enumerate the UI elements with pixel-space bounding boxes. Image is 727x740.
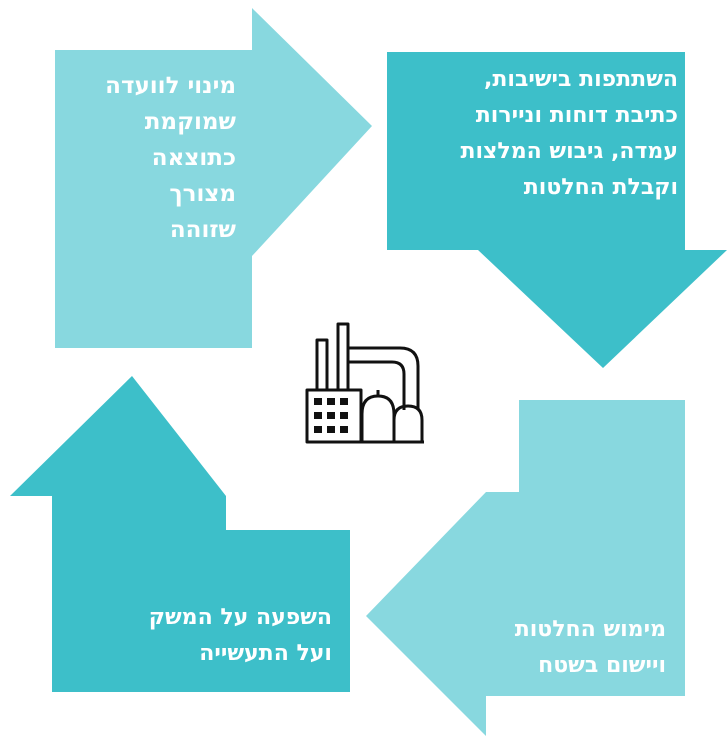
text-line: וקבלת החלטות: [523, 175, 678, 200]
arrow-bottom-right: [366, 400, 685, 736]
step-implementation-text: מימוש החלטות ויישום בשטח: [430, 612, 666, 684]
arrow-top-left: [55, 8, 372, 348]
text-line: כתיבת דוחות וניירות: [475, 103, 678, 128]
text-line: ויישום בשטח: [538, 653, 666, 678]
step-impact-text: השפעה על המשק ועל התעשייה: [70, 600, 332, 672]
arrow-bottom-left: [10, 376, 350, 692]
text-line: מינוי לוועדה: [105, 73, 236, 99]
text-line: שמוקמת: [144, 109, 236, 135]
arrow-top-right: [387, 52, 727, 368]
text-line: ועל התעשייה: [199, 641, 332, 666]
text-line: מימוש החלטות: [514, 617, 666, 642]
text-line: עמדה, גיבוש המלצות: [460, 139, 678, 164]
step-appointment-text: מינוי לוועדה שמוקמת כתוצאה מצורך שזוהה: [56, 68, 236, 248]
text-line: מצורך: [169, 181, 236, 207]
text-line: כתוצאה: [151, 145, 236, 171]
text-line: השתתפות בישיבות,: [484, 67, 678, 92]
text-line: השפעה על המשק: [148, 605, 332, 630]
factory-icon: [305, 322, 424, 444]
text-line: שזוהה: [169, 217, 236, 243]
step-participation-text: השתתפות בישיבות, כתיבת דוחות וניירות עמד…: [388, 62, 678, 206]
